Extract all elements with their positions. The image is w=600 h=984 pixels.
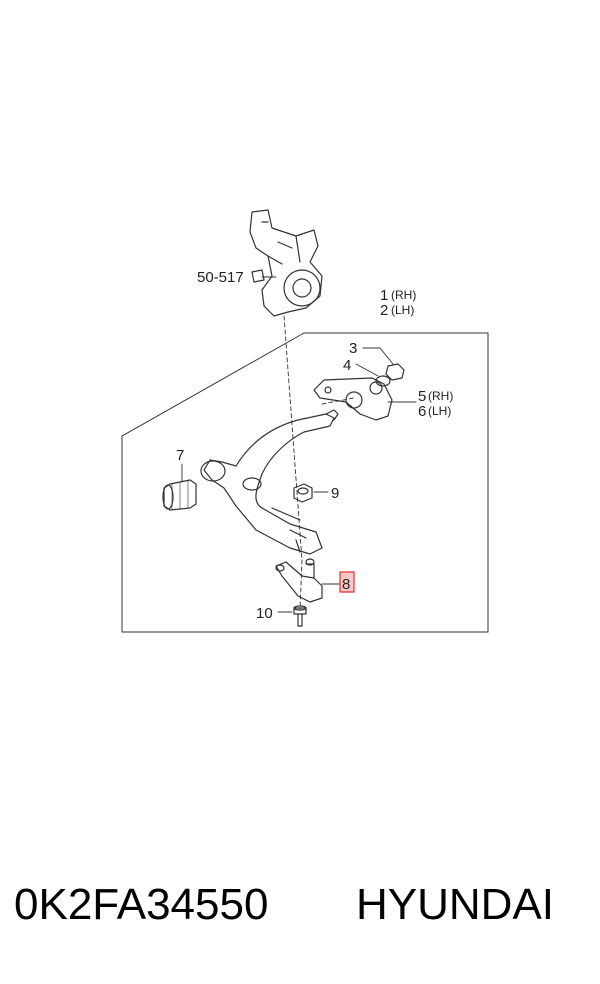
- part-7-number: 7: [176, 447, 184, 464]
- front-bushing-drawing: [162, 479, 197, 511]
- part-5-number: 5: [418, 388, 426, 405]
- ball-joint-nut-drawing: [293, 483, 313, 503]
- footer: 0K2FA34550 HYUNDAI: [0, 880, 600, 950]
- part-3-number: 3: [349, 340, 357, 357]
- assembly-frame: [121, 332, 489, 633]
- steering-knuckle-drawing: [249, 209, 323, 317]
- part-2-side: (LH): [391, 303, 414, 317]
- part-2-number: 2: [380, 302, 388, 319]
- knuckle-ref-label: 50-517: [197, 269, 244, 286]
- part-10-number: 10: [256, 605, 273, 622]
- part-6-number: 6: [418, 403, 426, 420]
- part-9-number: 9: [331, 485, 339, 502]
- part-number: 0K2FA34550: [14, 880, 269, 929]
- part-1-number: 1: [380, 287, 388, 304]
- leader-lines: [181, 276, 417, 613]
- part-8-number[interactable]: 8: [342, 576, 350, 593]
- bolt-drawing: [293, 605, 307, 627]
- part-1-side: (RH): [391, 288, 416, 302]
- part-4-number: 4: [343, 357, 351, 374]
- part-5-side: (RH): [428, 389, 453, 403]
- assembly-axis-line: [283, 315, 303, 611]
- washer-drawing: [375, 375, 391, 387]
- nut-drawing: [385, 363, 405, 381]
- part-6-side: (LH): [428, 404, 451, 418]
- ball-joint-drawing: [275, 558, 323, 603]
- brand-name: HYUNDAI: [356, 880, 555, 929]
- lower-control-arm-drawing: [200, 409, 339, 555]
- part-8-highlight[interactable]: [339, 571, 355, 593]
